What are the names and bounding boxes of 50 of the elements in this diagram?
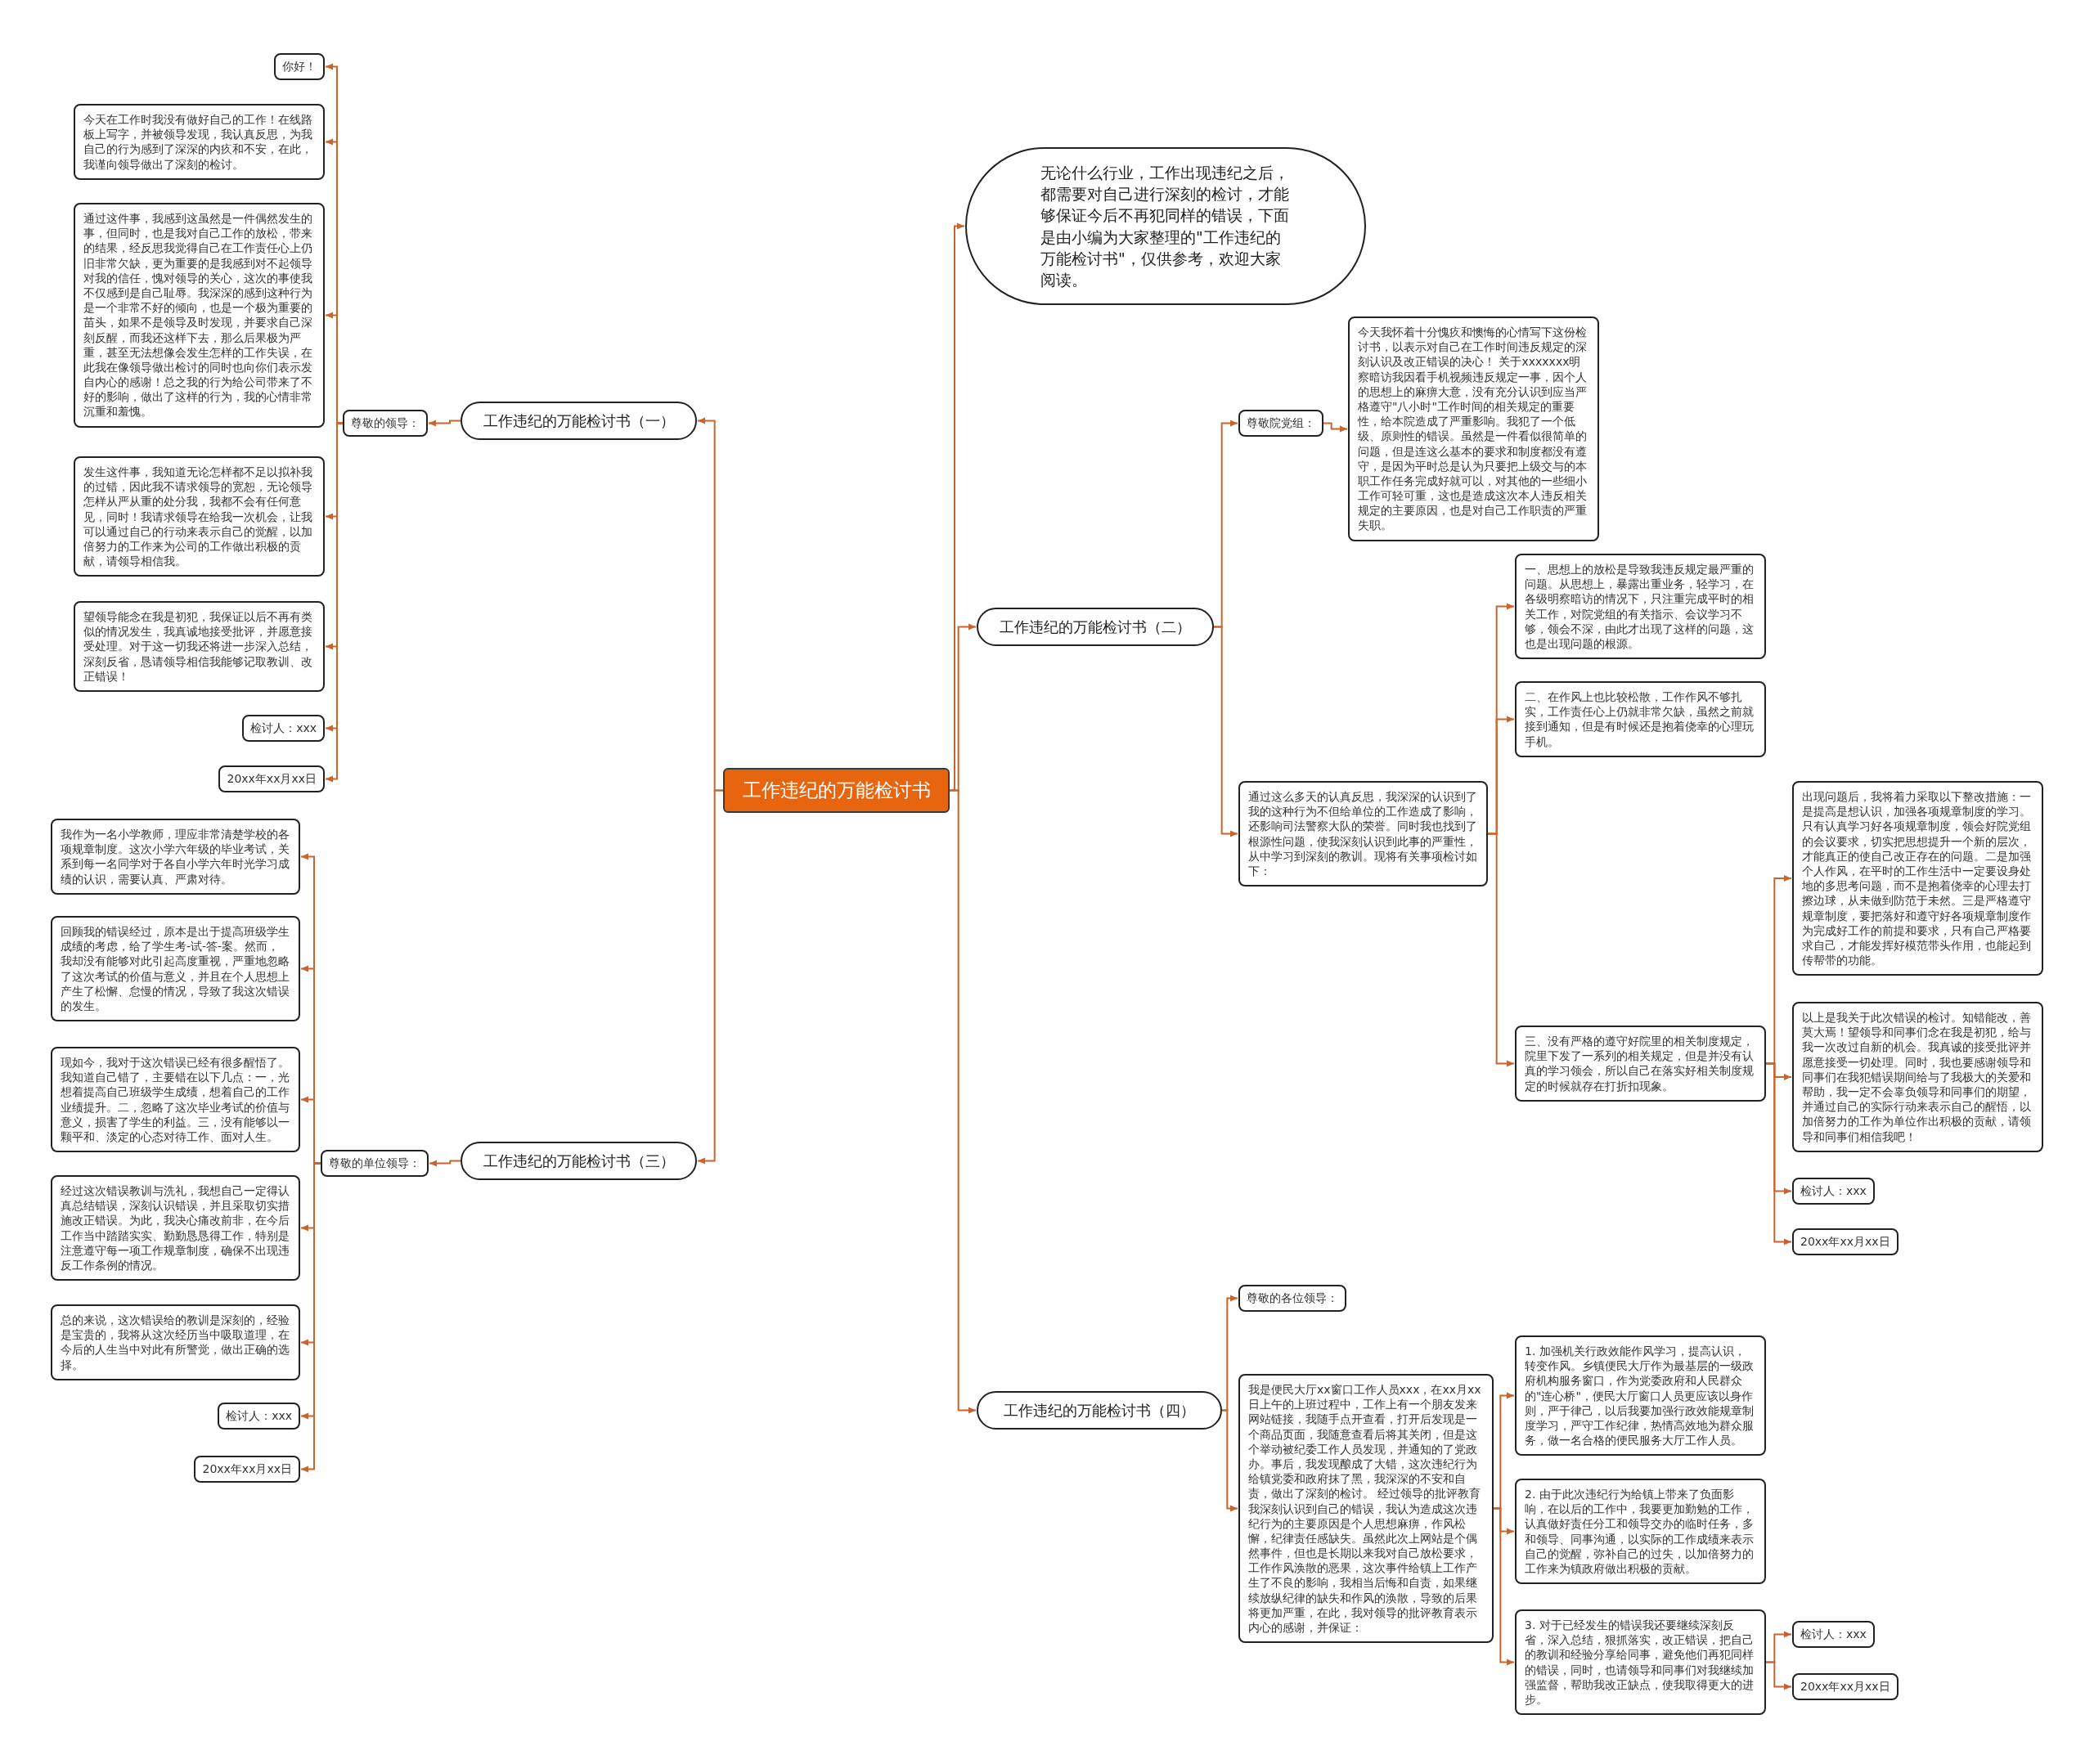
text-tag: 检讨人：xxx <box>242 715 325 742</box>
intro-bubble: 无论什么行业，工作出现违纪之后，都需要对自己进行深刻的检讨，才能够保证今后不再犯同样的错误，下面是由小编为大家整理的"工作违纪的万能检讨书"，仅供参考，欢迎大家阅读。 <box>965 147 1366 306</box>
connector-arrow <box>1765 1661 1792 1690</box>
text-tag: 检讨人：xxx <box>1792 1178 1875 1205</box>
text-box: 经过这次错误教训与洗礼，我想自己一定得认真总结错误，深刻认识错误，并且采取切实措施改正错误。为此，我决心痛改前非，在今后工作当中踏踏实实、勤勤恳恳得工作，特别是注意遵守每一项工作规章制度，确保不出现违反工作条例的情况。 <box>51 1175 300 1281</box>
connector-arrow <box>1213 626 1238 837</box>
connector-arrow <box>1221 1409 1238 1512</box>
text-tag: 20xx年xx月xx日 <box>1792 1228 1899 1255</box>
text-box: 一、思想上的放松是导致我违反规定最严重的问题。从思想上，暴露出重业务，轻学习，在各级明察暗访的情况下，只注重完成平时的相关工作，对院党组的有关指示、会议学习不够，领会不深，由此才出现了这样的问题，这也是出现问题的根源。 <box>1515 554 1766 660</box>
text-tag: 20xx年xx月xx日 <box>218 765 325 792</box>
central-topic: 工作违纪的万能检讨书 <box>723 768 950 813</box>
text-box: 2. 由于此次违纪行为给镇上带来了负面影响，在以后的工作中，我要更加勤勉的工作，认真做好责任分工和领导交办的临时任务，多和领导、同事沟通，以实际的工作成绩来表示自己的觉醒，弥补自己的过失，以加倍努力的工作来为镇政府做出积极的贡献。 <box>1515 1479 1766 1585</box>
text-tag: 20xx年xx月xx日 <box>1792 1673 1899 1700</box>
text-tag: 20xx年xx月xx日 <box>194 1456 300 1483</box>
text-box: 三、没有严格的遵守好院里的相关制度规定，院里下发了一系列的相关规定，但是并没有认真的学习领会，所以自己在落实好相关制度规定的时候就存在打折扣现象。 <box>1515 1026 1766 1102</box>
text-tag: 检讨人：xxx <box>1792 1621 1875 1648</box>
text-box: 以上是我关于此次错误的检讨。知错能改，善莫大焉！望领导和同事们念在我是初犯，给与我一次改过自新的机会。我真诚的接受批评并愿意接受一切处理。同时，我也要感谢领导和同事们在我犯错误期间给与了我极大的关爱和帮助，我一定不会辜负领导和同事们的期望，并通过自己的实际行动来表示自己的醒悟，以加倍努力的工作为单位作出积极的贡献，请领导和同事们相信我吧！ <box>1792 1002 2043 1152</box>
text-tag: 尊敬的领导： <box>343 410 428 437</box>
text-box: 通过这么多天的认真反思，我深深的认识到了我的这种行为不但给单位的工作造成了影响，还影响司法警察大队的荣誉。同时我也找到了根源性问题，使我深刻认识到此事的严重性，从中学习到深刻的教训。现将有关事项检讨如下： <box>1238 781 1488 887</box>
text-tag: 尊敬院党组： <box>1238 410 1323 437</box>
connector-arrow <box>1323 422 1348 433</box>
text-tag: 尊敬的各位领导： <box>1238 1285 1346 1312</box>
text-box: 回顾我的错误经过，原本是出于提高班级学生成绩的考虑，给了学生考-试-答-案。然而，我却没有能够对此引起高度重视，严重地忽略了这次考试的价值与意义，并且在个人思想上产生了松懈、怠慢的情况，导致了我这次错误的发生。 <box>51 916 300 1022</box>
text-box: 发生这件事，我知道无论怎样都不足以拟补我的过错，因此我不请求领导的宽恕，无论领导怎样从严从重的处分我，我都不会有任何意见，同时！我请求领导在给我一次机会，让我可以通过自己的行动来表示自己的觉醒，以加倍努力的工作来为公司的工作做出积极的贡献，请领导相信我。 <box>74 456 325 577</box>
text-box: 1. 加强机关行政效能作风学习，提高认识，转变作风。乡镇便民大厅作为最基层的一级政府机构服务窗口，作为党委政府和人民群众的"连心桥"，便民大厅窗口人员更应该以身作则，严于律己，以后我要加强行政效能规章制度学习，严守工作纪律，热情高效地为群众服务，做一名合格的便民服务大厅工作人员。 <box>1515 1335 1766 1457</box>
connector-arrow <box>1493 1507 1515 1666</box>
branch-pill: 工作违纪的万能检讨书（一） <box>461 402 697 440</box>
text-box: 二、在作风上也比较松散，工作作风不够扎实，工作责任心上仍就非常欠缺，虽然之前就接到通知，但是有时候还是抱着侥幸的心理玩手机。 <box>1515 681 1766 757</box>
text-tag: 尊敬的单位领导： <box>321 1150 429 1177</box>
branch-pill: 工作违纪的万能检讨书（四） <box>977 1391 1222 1430</box>
connector-arrow <box>1765 1062 1792 1246</box>
text-box: 通过这件事，我感到这虽然是一件偶然发生的事，但同时，也是我对自己工作的放松，带来的结果，经反思我觉得自己在工作责任心上仍旧非常欠缺，更为重要的是我感到对不起领导对我的信任，愧对领导的关心，这次的事使我不仅感到是自己耻辱。我深深的感到这种行为是一个非常不好的倾向，也是一个极为重要的苗头，如果不是领导及时发现，并要求自己深刻反醒，而我还这样下去，那么后果极为严重，甚至无法想像会发生怎样的工作失误，在此我在像领导做出检讨的同时也向你们表示发自内心的感谢！总之我的行为给公司带来了不好的影响，做出了这样的行为，我的心情非常沉重和羞愧。 <box>74 203 325 428</box>
text-tag: 检讨人：xxx <box>218 1403 300 1430</box>
text-tag: 你好！ <box>274 53 325 80</box>
text-box: 我作为一名小学教师，理应非常清楚学校的各项规章制度。这次小学六年级的毕业考试，关系到每一名同学对于各自小学六年时光学习成绩的认识，需要认真、严肃对待。 <box>51 819 300 895</box>
text-box: 现如今，我对于这次错误已经有很多醒悟了。我知道自己错了，主要错在以下几点：一，光想着提高自己班级学生成绩，想着自己的工作业绩提升。二，忽略了这次毕业考试的价值与意义，损害了学生的利益。三，没有能够以一颗平和、淡定的心态对待工作、面对人生。 <box>51 1047 300 1153</box>
text-box: 总的来说，这次错误给的教训是深刻的，经验是宝贵的，我将从这次经历当中吸取道理，在今后的人生当中对此有所警觉，做出正确的选择。 <box>51 1304 300 1380</box>
text-box: 我是便民大厅xx窗口工作人员xxx，在xx月xx日上午的上班过程中，工作上有一个朋友发来网站链接，我随手点开查看，打开后发现是一个商品页面，我随意查看后将其关闭，但是这个举动被纪委工作人员发现，并通知的了党政办。事后，我发现酿成了大错，这次违纪行为给镇党委和政府抹了黑，我深深的不安和自责，做出了深刻的检讨。 经过领导的批评教育我深刻认识到自己的错误，我认为造成这次违纪行为的主要原因是个人思想麻痹，作风松懈，纪律责任感缺失。虽然此次上网站是个偶然事件，但也是长期以来我对自己放松要求，工作作风涣散的恶果，这次事件给镇上工作产生了不良的影响，我相当后悔和自责，如果继续放纵纪律的缺失和作风的涣散，导致的后果将更加严重，在此，我对领导的批评教育表示内心的感谢，并保证： <box>1238 1374 1494 1644</box>
text-box: 3. 对于已经发生的错误我还要继续深刻反省，深入总结，狠抓落实，改正错误，把自己的教训和经验分享给同事，避免他们再犯同样的错误，同时，也请领导和同事们对我继续加强监督，帮助我改正缺点，使我取得更大的进步。 <box>1515 1609 1766 1716</box>
text-box: 出现问题后，我将着力采取以下整改措施：一是提高是想认识，加强各项规章制度的学习。只有认真学习好各项规章制度，领会好院党组的会议要求，切实把思想提升一个新的层次，才能真正的使自己改正存在的问题。二是加强个人作风，在平时的工作生活中一定要设身处地的多思考问题，而不是抱着侥幸的心理去打擦边球，从未做到防范于未然。三是严格遵守规章制度，要把落好和遵守好各项规章制度作为完成好工作的前提和要求，只有自己严格要求自己，才能发挥好模范带头作用，也能起到传帮带的功能。 <box>1792 781 2043 976</box>
branch-pill: 工作违纪的万能检讨书（二） <box>977 608 1214 646</box>
text-box: 今天我怀着十分愧疚和懊悔的心情写下这份检讨书，以表示对自己在工作时间违反规定的深刻认识及改正错误的决心！ 关于xxxxxxx明察暗访我因看手机视频违反规定一事，因个人的思想上的麻痹大意，没有充分认识到应当严格遵守"八小时"工作时间的相关规定的重要性，给本院造成了严重影响。我犯了一个低级、原则性的错误。虽然是一件看似很简单的问题，但是连这么基本的要求和制度都没有遵守，是因为平时总是认为只要把上级交与的本职工作任务完成好就可以，对其他的一些细小工作可轻可重，这也是造成这次本人违反相关规定的主要原因，也是对自己工作职责的严重失职。 <box>1348 316 1599 541</box>
text-box: 今天在工作时我没有做好自己的工作！在线路板上写字，并被领导发现，我认真反思，为我自己的行为感到了深深的内疚和不安，在此，我谨向领导做出了深刻的检讨。 <box>74 104 325 180</box>
connector-arrow <box>949 789 977 1414</box>
connector-arrow <box>1487 833 1515 1067</box>
connector-arrow <box>429 1160 461 1167</box>
connector-arrow <box>697 789 724 1165</box>
text-box: 望领导能念在我是初犯，我保证以后不再有类似的情况发生，我真诚地接受批评，并愿意接受处理。对于这一切我还将进一步深入总结，深刻反省，恳请领导相信我能够记取教训、改正错误！ <box>74 601 325 692</box>
branch-pill: 工作违纪的万能检讨书（三） <box>461 1142 697 1180</box>
connector-arrow <box>428 420 461 427</box>
